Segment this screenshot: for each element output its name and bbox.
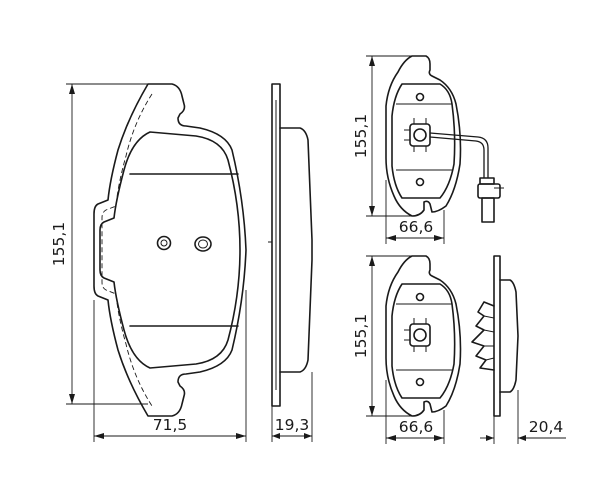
main-pad-front-view xyxy=(93,83,247,417)
lower-pad-thickness-label: 20,4 xyxy=(529,418,564,436)
main-thickness-dimension: 19,3 xyxy=(271,372,313,442)
sensor-pad-width-label: 66,6 xyxy=(399,218,434,236)
lower-pad-thickness-dimension: 20,4 xyxy=(480,390,566,444)
main-width-label: 71,5 xyxy=(153,416,188,434)
main-thickness-label: 19,3 xyxy=(275,416,310,434)
sensor-pad-height-label: 155,1 xyxy=(352,114,370,158)
lower-pad-side-view xyxy=(471,255,519,417)
main-pad-side-view xyxy=(268,83,313,407)
sensor-pad-width-dimension: 66,6 xyxy=(385,180,445,244)
lower-pad-height-dimension: 155,1 xyxy=(352,255,412,417)
lower-pad-view xyxy=(385,255,462,417)
lower-pad-width-dimension: 66,6 xyxy=(385,380,445,444)
lower-pad-height-label: 155,1 xyxy=(352,314,370,358)
main-height-dimension: 155,1 xyxy=(50,83,148,405)
sensor-pad-view xyxy=(385,55,504,223)
sensor-pad-height-dimension: 155,1 xyxy=(352,55,412,217)
lower-pad-width-label: 66,6 xyxy=(399,418,434,436)
main-height-label: 155,1 xyxy=(50,222,68,266)
main-width-dimension: 71,5 xyxy=(93,290,247,442)
